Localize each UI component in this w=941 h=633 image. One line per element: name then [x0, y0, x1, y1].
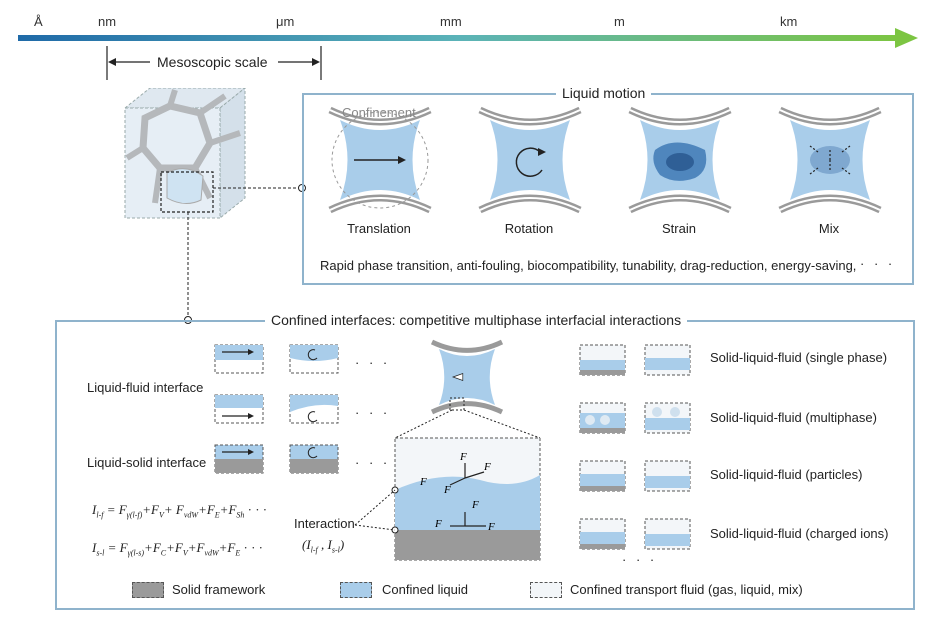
scale-arrow-head — [895, 28, 918, 48]
svg-text:F: F — [483, 461, 491, 473]
interaction-symbols: (Il-f , Is-l) — [302, 537, 345, 555]
rotation-cell — [480, 110, 580, 210]
svg-text:F: F — [487, 521, 495, 533]
legend-fluid-swatch — [530, 582, 562, 598]
row2-ellipsis: · · · — [355, 405, 391, 420]
interaction-detail: F F F F F F F — [391, 339, 541, 561]
mode-rotation: Rotation — [504, 221, 554, 236]
equation-liquid-fluid: Il-f = Fγ(l-f)+FV+ FvdW+FE+FSh · · · — [92, 502, 268, 520]
scale-arrow-shaft — [18, 35, 898, 41]
svg-text:F: F — [471, 499, 479, 511]
row1-ellipsis: · · · — [355, 355, 391, 370]
translation-cell — [330, 110, 430, 210]
mode-mix: Mix — [818, 221, 840, 236]
liquid-fluid-interface-label: Liquid-fluid interface — [87, 380, 204, 395]
confined-interfaces-title: Confined interfaces: competitive multiph… — [265, 312, 688, 328]
mode-translation: Translation — [347, 221, 411, 236]
interface-tiles — [214, 344, 339, 474]
legend-liquid-swatch — [340, 582, 372, 598]
legend-fluid-label: Confined transport fluid (gas, liquid, m… — [570, 582, 803, 597]
slf-ellipsis: · · · — [622, 552, 658, 567]
slf-multiphase: Solid-liquid-fluid (multiphase) — [710, 410, 877, 425]
scale-unit-mm: mm — [440, 14, 462, 29]
liquid-motion-title: Liquid motion — [556, 85, 652, 101]
applications-text: Rapid phase transition, anti-fouling, bi… — [320, 258, 857, 273]
slf-single-phase: Solid-liquid-fluid (single phase) — [710, 350, 888, 365]
row3-ellipsis: · · · — [355, 455, 391, 470]
porous-framework-cube — [123, 88, 246, 220]
scale-unit-nm: nm — [98, 14, 117, 29]
slf-tiles — [579, 344, 691, 550]
slf-particles: Solid-liquid-fluid (particles) — [710, 467, 863, 482]
scale-unit-angstrom: Å — [34, 14, 43, 29]
liquid-solid-interface-label: Liquid-solid interface — [87, 455, 207, 470]
mix-cell — [780, 110, 880, 210]
scale-unit-m: m — [614, 14, 625, 29]
slf-charged-ions: Solid-liquid-fluid (charged ions) — [710, 526, 889, 541]
mesoscopic-scale-label: Mesoscopic scale — [157, 54, 268, 70]
applications-ellipsis: · · · — [860, 256, 896, 271]
strain-cell — [630, 110, 730, 210]
svg-text:F: F — [419, 476, 427, 488]
mode-strain: Strain — [662, 221, 696, 236]
scale-unit-um: μm — [276, 14, 295, 29]
legend-liquid-label: Confined liquid — [382, 582, 469, 597]
interaction-label: Interaction — [294, 516, 355, 531]
confinement-label: Confinement — [342, 105, 416, 120]
scale-bar — [18, 28, 918, 80]
interaction-pointers — [354, 489, 396, 531]
legend-solid-swatch — [132, 582, 164, 598]
zoom-box — [160, 171, 214, 213]
svg-text:F: F — [459, 451, 467, 463]
svg-text:F: F — [443, 484, 451, 496]
equation-solid-liquid: Is-l = Fγ(l-s)+FC+FV+FvdW+FE · · · — [92, 540, 264, 558]
liquid-motion-modes — [310, 100, 910, 230]
svg-text:F: F — [434, 518, 442, 530]
legend-solid-label: Solid framework — [172, 582, 266, 597]
scale-unit-km: km — [780, 14, 798, 29]
